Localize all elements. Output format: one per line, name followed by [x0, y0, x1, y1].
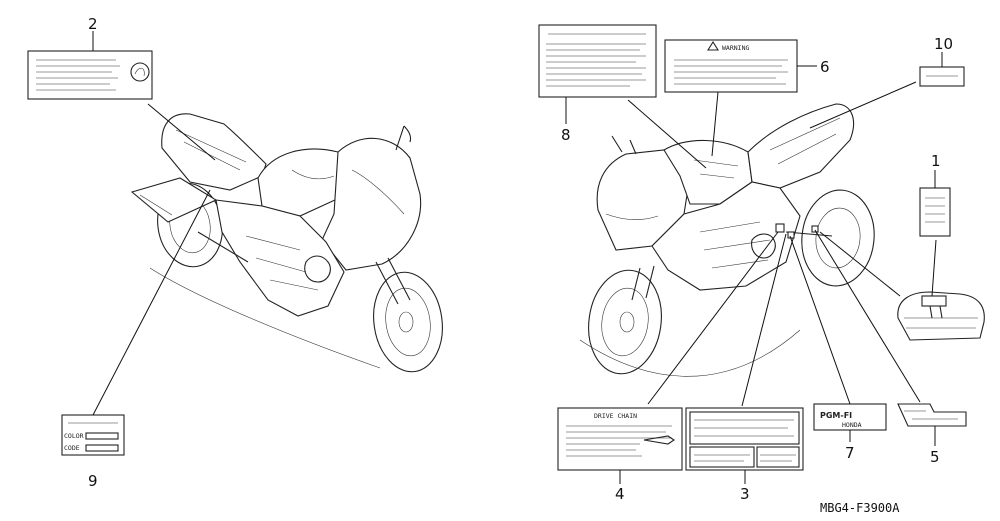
label-4: DRIVE CHAIN — [557, 407, 683, 471]
callout-7: 7 — [845, 444, 855, 462]
label-10-plate — [919, 66, 965, 87]
callout-1: 1 — [931, 152, 941, 170]
label-9-code-text: CODE — [64, 444, 80, 452]
label-2-emblem-icon — [130, 62, 150, 82]
label-7-pgm-fi-text: PGM-FI — [820, 411, 852, 420]
label-2 — [27, 50, 153, 100]
label-6: WARNING — [664, 39, 798, 93]
label-6-warning-text: WARNING — [722, 44, 749, 52]
label-7-honda-text: HONDA — [842, 421, 862, 429]
motorcycle-right — [579, 103, 875, 377]
callout-6: 6 — [820, 58, 830, 76]
callout-2: 2 — [88, 15, 98, 33]
leader-lines — [92, 31, 943, 484]
label-2-text-lines — [36, 59, 120, 91]
warning-triangle-icon — [707, 40, 719, 51]
motorcycle-left — [130, 113, 443, 373]
callout-9: 9 — [88, 472, 98, 490]
label-5 — [897, 403, 967, 427]
callout-10: 10 — [934, 35, 953, 53]
label-4-plate — [557, 407, 683, 471]
label-9: COLOR CODE — [61, 414, 125, 456]
label-1 — [919, 187, 951, 237]
battery-case — [897, 291, 985, 341]
callout-3: 3 — [740, 485, 750, 503]
label-8-plate — [538, 24, 657, 98]
label-2-plate — [27, 50, 153, 100]
chain-tool-icon — [643, 435, 675, 445]
part-code-text: MBG4-F3900A — [820, 501, 900, 515]
label-5-plate — [897, 403, 967, 427]
callout-8: 8 — [561, 126, 571, 144]
label-8 — [538, 24, 657, 98]
label-10 — [919, 66, 965, 87]
label-3-plate — [685, 407, 804, 471]
label-7-plate — [813, 403, 887, 431]
label-3 — [685, 407, 804, 471]
label-1-plate — [919, 187, 951, 237]
label-4-drive-chain-text: DRIVE CHAIN — [594, 412, 637, 420]
callout-4: 4 — [615, 485, 625, 503]
callout-5: 5 — [930, 448, 940, 466]
label-9-color-text: COLOR — [64, 432, 84, 440]
label-7: PGM-FI HONDA — [813, 403, 887, 431]
